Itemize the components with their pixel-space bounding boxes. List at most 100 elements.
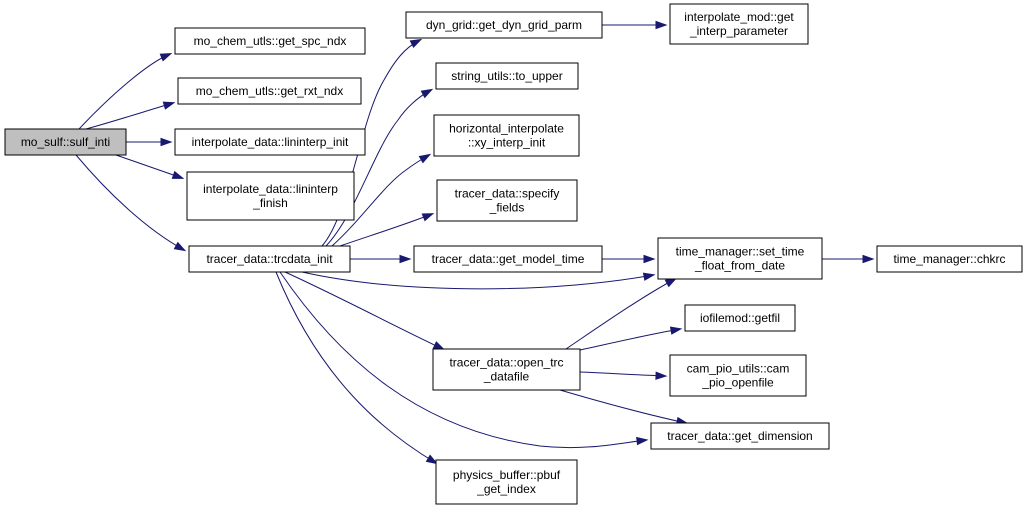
edge-line — [325, 89, 432, 247]
edge-trcdata_init-to-get_dimension — [279, 271, 649, 449]
arrowhead-icon — [420, 88, 434, 99]
arrowhead-icon — [171, 170, 185, 179]
node-get-rxt-ndx[interactable]: mo_chem_utls::get_rxt_ndx — [177, 77, 362, 105]
node-label: interpolate_data::lininterp_init — [192, 135, 349, 149]
edge-sulf_inti-to-lininterp_finish — [115, 154, 185, 179]
node-open-trc-datafile[interactable]: tracer_data::open_trc_datafile — [432, 348, 581, 391]
arrowhead-icon — [173, 241, 187, 252]
node-label: tracer_data::trcdata_init — [206, 252, 333, 266]
node-to-upper[interactable]: string_utils::to_upper — [435, 62, 579, 90]
node-box — [650, 422, 830, 450]
node-label: string_utils::to_upper — [451, 69, 562, 83]
node-box — [684, 304, 796, 332]
node-label: _interp_parameter — [689, 24, 788, 38]
node-label: mo_chem_utls::get_rxt_ndx — [196, 84, 343, 98]
node-trcdata-init[interactable]: tracer_data::trcdata_init — [188, 245, 351, 273]
function-nodes: mo_sulf::sulf_intimo_chem_utls::get_spc_… — [4, 3, 1023, 505]
node-label: iofilemod::getfil — [700, 311, 780, 325]
edge-line — [559, 389, 687, 424]
node-label: time_manager::chkrc — [893, 252, 1005, 266]
edge-trcdata_init-to-open_trc_datafile — [284, 271, 446, 351]
edge-trcdata_init-to-specify_fields — [339, 213, 435, 247]
node-set-time-float-from-date[interactable]: time_manager::set_time_float_from_date — [657, 237, 823, 280]
node-box — [436, 179, 578, 222]
node-label: interpolate_data::lininterp — [203, 182, 338, 196]
node-label: mo_chem_utls::get_spc_ndx — [194, 34, 347, 48]
node-label: _finish — [252, 196, 288, 210]
arrowhead-icon — [643, 254, 656, 264]
edge-trcdata_init-to-get_model_time — [350, 254, 412, 264]
node-xy-interp-init[interactable]: horizontal_interpolate::xy_interp_init — [433, 114, 580, 157]
node-getfil[interactable]: iofilemod::getfil — [684, 304, 796, 332]
node-get-dyn-grid-parm[interactable]: dyn_grid::get_dyn_grid_parm — [405, 11, 603, 39]
edge-get_model_time-to-set_time_float_from_date — [602, 254, 656, 264]
arrowhead-icon — [399, 254, 412, 264]
node-box — [174, 128, 366, 156]
node-box — [4, 128, 127, 156]
node-label: tracer_data::open_trc — [449, 356, 563, 370]
node-get-dimension[interactable]: tracer_data::get_dimension — [650, 422, 830, 450]
edge-open_trc_datafile-to-get_dimension — [559, 389, 689, 426]
node-label: _pio_openfile — [701, 376, 774, 390]
node-label: interpolate_mod::get — [684, 10, 794, 24]
arrowhead-icon — [655, 371, 668, 380]
edge-open_trc_datafile-to-getfil — [579, 326, 683, 351]
arrowhead-icon — [636, 436, 649, 446]
node-label: horizontal_interpolate — [449, 122, 564, 136]
arrowhead-icon — [642, 272, 656, 281]
node-get-model-time[interactable]: tracer_data::get_model_time — [413, 245, 603, 273]
node-label: cam_pio_utils::cam — [687, 362, 790, 376]
edge-sulf_inti-to-trcdata_init — [75, 154, 187, 252]
node-box — [186, 171, 355, 221]
edge-set_time_float_from_date-to-chkrc — [822, 254, 875, 264]
edge-line — [301, 271, 654, 290]
node-box — [432, 348, 581, 391]
node-label: ::xy_interp_init — [468, 136, 546, 150]
edge-line — [579, 371, 666, 377]
arrowhead-icon — [655, 20, 668, 30]
edge-trcdata_init-to-to_upper — [325, 88, 434, 247]
node-box — [669, 3, 809, 45]
node-box — [435, 62, 579, 90]
arrowhead-icon — [862, 254, 875, 264]
node-label: _float_from_date — [694, 259, 785, 273]
node-specify-fields[interactable]: tracer_data::specify_fields — [436, 179, 578, 222]
edge-line — [75, 154, 185, 251]
node-box — [174, 27, 366, 55]
edge-get_dyn_grid_parm-to-get_interp_parameter — [602, 20, 668, 30]
node-get-spc-ndx[interactable]: mo_chem_utls::get_spc_ndx — [174, 27, 366, 55]
arrowhead-icon — [160, 137, 173, 147]
edge-line — [275, 271, 437, 464]
node-lininterp-init[interactable]: interpolate_data::lininterp_init — [174, 128, 366, 156]
node-label: _fields — [489, 201, 525, 215]
node-get-interp-parameter[interactable]: interpolate_mod::get_interp_parameter — [669, 3, 809, 45]
node-label: tracer_data::get_model_time — [432, 252, 585, 266]
node-chkrc[interactable]: time_manager::chkrc — [876, 245, 1023, 273]
edge-sulf_inti-to-get_spc_ndx — [78, 53, 173, 130]
node-cam-pio-openfile[interactable]: cam_pio_utils::cam_pio_openfile — [669, 354, 807, 397]
edge-trcdata_init-to-xy_interp_init — [331, 153, 432, 247]
node-label: _datafile — [483, 370, 530, 384]
arrowhead-icon — [664, 277, 678, 288]
node-pbuf-get-index[interactable]: physics_buffer::pbuf_get_index — [435, 459, 578, 505]
node-box — [657, 237, 823, 280]
node-label: dyn_grid::get_dyn_grid_parm — [426, 18, 582, 32]
edge-trcdata_init-to-set_time_float_from_date — [301, 271, 656, 290]
node-label: physics_buffer::pbuf — [453, 468, 561, 482]
arrowhead-icon — [425, 454, 439, 465]
edge-sulf_inti-to-lininterp_init — [126, 137, 173, 147]
node-lininterp-finish[interactable]: interpolate_data::lininterp_finish — [186, 171, 355, 221]
node-label: _get_index — [476, 482, 536, 496]
node-box — [413, 245, 603, 273]
arrowhead-icon — [162, 101, 176, 110]
node-box — [669, 354, 807, 397]
node-box — [177, 77, 362, 105]
edge-line — [85, 102, 174, 130]
edge-line — [565, 278, 676, 350]
arrowhead-icon — [159, 53, 173, 62]
edge-open_trc_datafile-to-cam_pio_openfile — [579, 371, 668, 380]
edge-line — [279, 271, 647, 449]
edge-sulf_inti-to-get_rxt_ndx — [85, 101, 176, 130]
node-label: tracer_data::get_dimension — [667, 429, 812, 443]
